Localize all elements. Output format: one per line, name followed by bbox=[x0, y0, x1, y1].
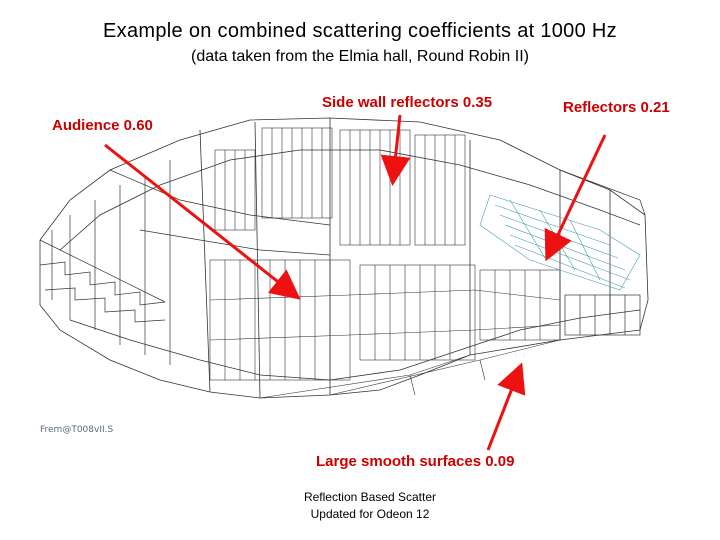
arrow-audience bbox=[104, 143, 301, 300]
label-audience: Audience 0.60 bbox=[52, 117, 153, 134]
image-stamp: Frem@T008vII.S bbox=[40, 425, 114, 435]
footer-line-2: Updated for Odeon 12 bbox=[310, 507, 430, 521]
wireframe-stage-area bbox=[209, 259, 561, 399]
page-subtitle: (data taken from the Elmia hall, Round R… bbox=[191, 48, 529, 65]
arrow-smooth bbox=[486, 362, 526, 451]
arrow-reflectors bbox=[544, 134, 607, 262]
label-reflectors: Reflectors 0.21 bbox=[563, 99, 670, 116]
wireframe-outer-shell bbox=[39, 117, 649, 399]
arrow-side-wall bbox=[380, 114, 411, 186]
label-large-smooth-surfaces: Large smooth surfaces 0.09 bbox=[316, 453, 515, 470]
label-side-wall-reflectors: Side wall reflectors 0.35 bbox=[322, 94, 493, 111]
footer-line-1: Reflection Based Scatter bbox=[303, 490, 437, 504]
wireframe-audience-tiers bbox=[39, 160, 331, 365]
wireframe-right-wall bbox=[559, 169, 646, 336]
page-title: Example on combined scattering coefficie… bbox=[103, 20, 617, 42]
annotation-arrows bbox=[104, 114, 607, 451]
wireframe-side-wall-panels bbox=[214, 127, 466, 246]
